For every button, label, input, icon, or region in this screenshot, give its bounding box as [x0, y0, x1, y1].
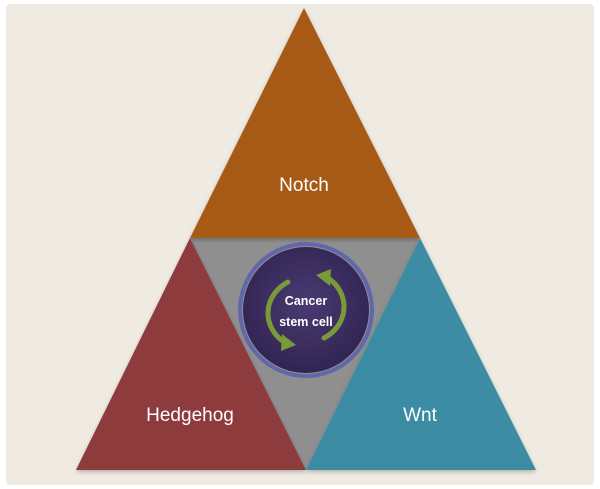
hedgehog-label: Hedgehog: [146, 405, 234, 426]
cancer-stem-cell-node: Cancer stem cell: [238, 242, 374, 378]
notch-label: Notch: [279, 175, 329, 196]
circular-arrows-icon: [265, 275, 347, 345]
stem-cell-label-line1: Cancer: [285, 294, 328, 308]
hedgehog-triangle: [76, 238, 306, 470]
wnt-triangle: [306, 238, 536, 470]
wnt-label: Wnt: [403, 405, 438, 426]
stem-cell-circle: [243, 247, 369, 373]
arrow-heads: [281, 269, 331, 351]
stem-cell-circle-ring: [238, 242, 374, 378]
stem-cell-label-line2: stem cell: [279, 315, 333, 329]
notch-triangle: [190, 8, 420, 238]
